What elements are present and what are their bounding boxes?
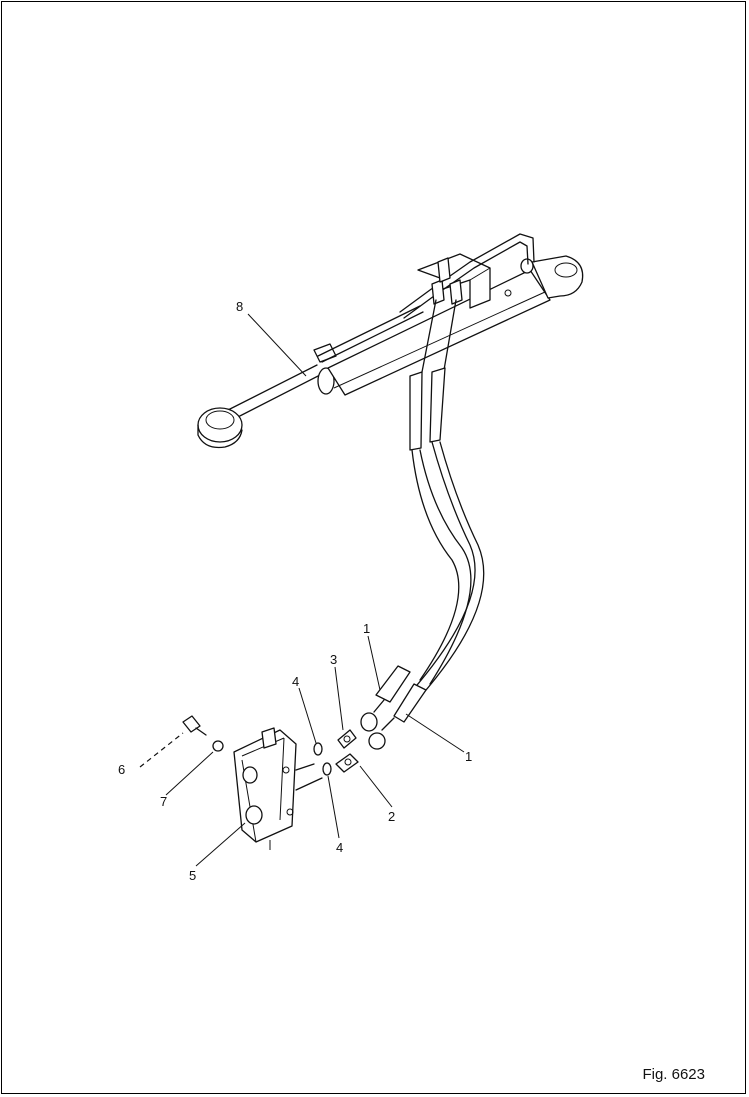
callout-4-upper: 4 [292, 674, 299, 689]
hydraulic-cylinder [197, 233, 584, 449]
bolt-and-washer [139, 715, 224, 768]
hydraulic-hoses [360, 299, 485, 750]
callout-8: 8 [236, 299, 243, 314]
figure-label: Fig. 6623 [642, 1066, 705, 1083]
o-ring-upper [313, 742, 323, 756]
o-ring-lower [322, 762, 332, 776]
adapter-fittings [335, 729, 359, 773]
callout-1-upper: 1 [363, 621, 370, 636]
callout-5: 5 [189, 868, 196, 883]
callout-3: 3 [330, 652, 337, 667]
callout-6: 6 [118, 762, 125, 777]
callout-labels: 8 1 1 2 3 4 4 5 6 7 [118, 299, 472, 883]
valve-block [233, 727, 323, 850]
callout-4-lower: 4 [336, 840, 343, 855]
callout-2: 2 [388, 809, 395, 824]
callout-7: 7 [160, 794, 167, 809]
leader-lines [165, 313, 465, 867]
callout-1-lower: 1 [465, 749, 472, 764]
